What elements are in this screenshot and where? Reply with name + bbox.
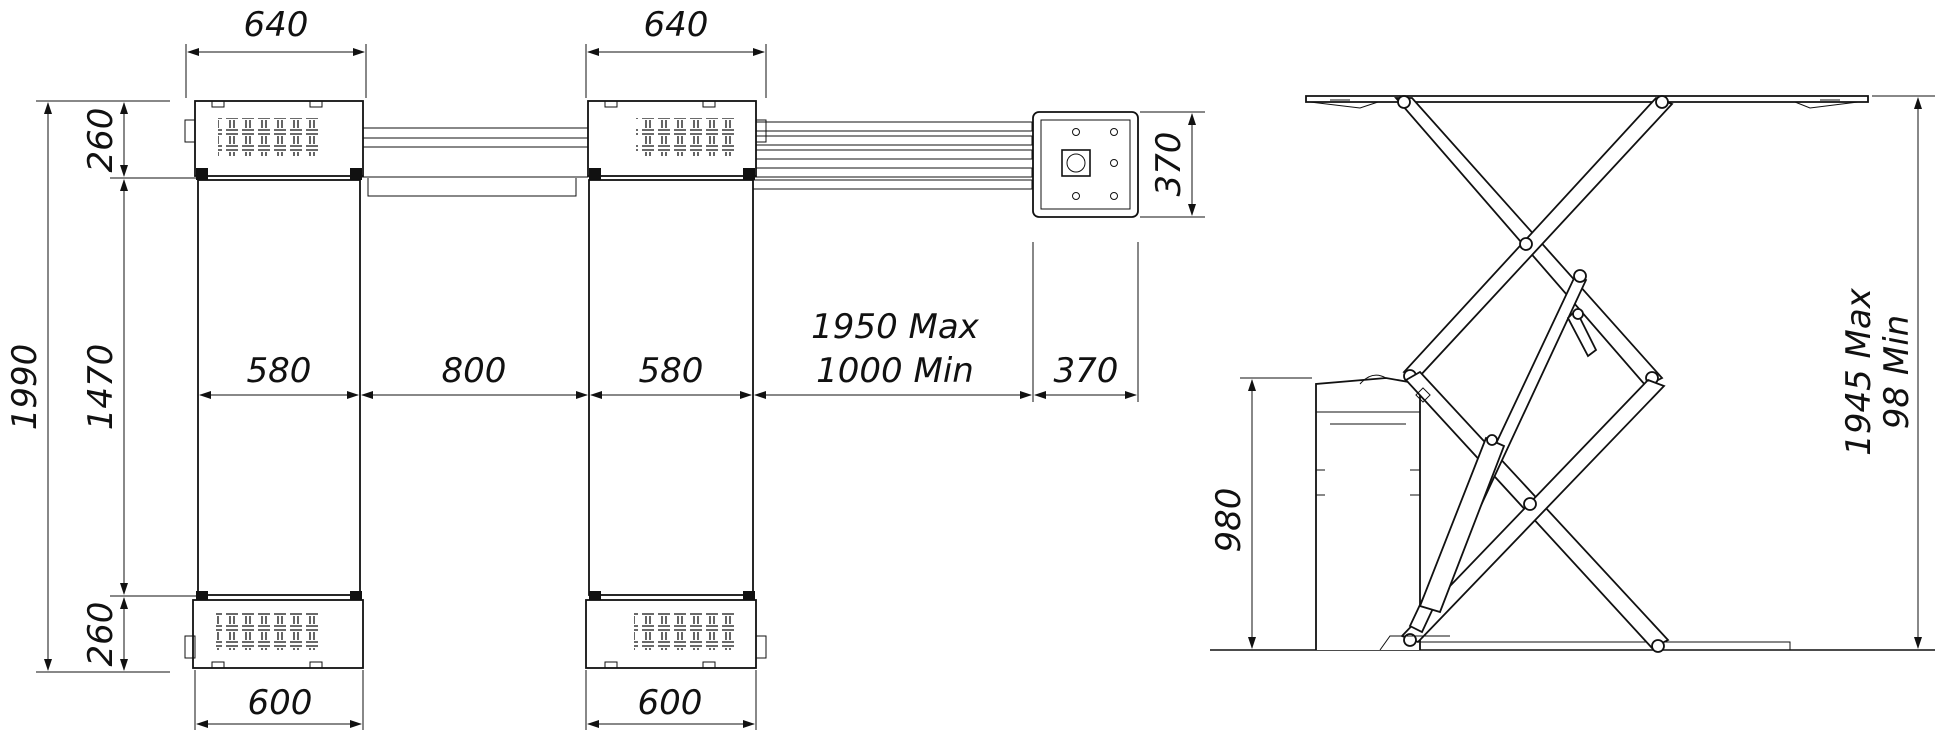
side-view: 980 1945 Max 98 Min: [1209, 95, 1935, 653]
dim-lift-height-min: 98 Min: [1877, 315, 1917, 429]
dim-console-distance-max: 1950 Max: [811, 307, 980, 347]
dim-bottom-width-left: 600: [248, 683, 313, 723]
plan-view: 640 640 600 600 1990 1470 260 260 580 80…: [5, 5, 1205, 730]
dim-platform-width-left: 580: [247, 351, 312, 391]
control-console: [1032, 111, 1139, 218]
dim-ramp-top-length: 260: [81, 108, 121, 173]
dim-bottom-width-right: 600: [638, 683, 703, 723]
plan-dimension-lines: [36, 44, 1205, 730]
side-dimension-lines: [1240, 95, 1935, 649]
dim-lift-height-max: 1945 Max: [1839, 287, 1879, 456]
dim-top-width-right: 640: [644, 5, 709, 45]
side-platform: [1305, 95, 1869, 109]
dim-console-width: 370: [1054, 351, 1119, 391]
dim-console-depth: 370: [1149, 132, 1189, 197]
dim-top-width-left: 640: [244, 5, 309, 45]
dim-total-length: 1990: [5, 344, 45, 431]
scissor-mechanism: [1379, 95, 1674, 653]
left-runway: [184, 100, 364, 669]
dim-platform-length: 1470: [81, 344, 121, 431]
right-runway: [585, 100, 767, 669]
dim-console-distance-min: 1000 Min: [816, 351, 974, 391]
dim-ramp-bottom-length: 260: [81, 602, 121, 667]
side-console: [1315, 374, 1421, 650]
dim-console-height: 980: [1209, 488, 1249, 553]
dim-platform-width-right: 580: [639, 351, 704, 391]
dim-platform-gap: 800: [442, 351, 507, 391]
